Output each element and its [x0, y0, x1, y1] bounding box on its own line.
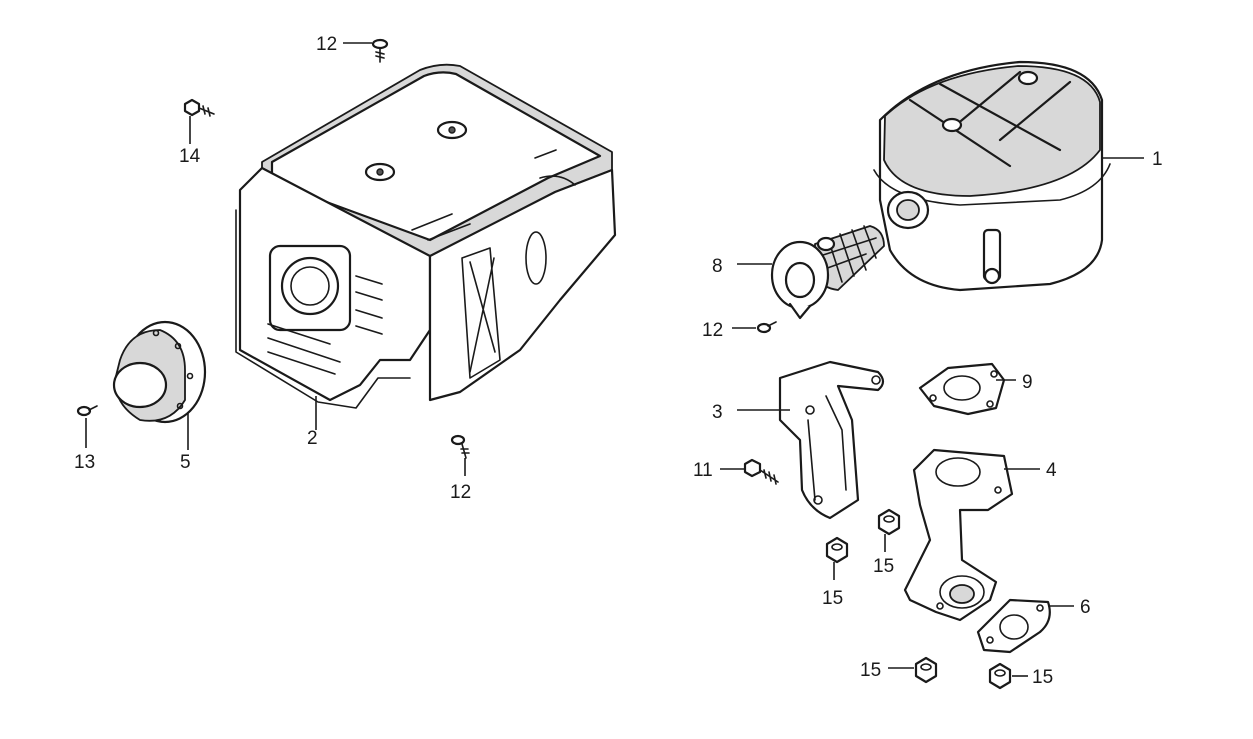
callout-5: 5: [180, 452, 191, 473]
screw-12-middle: 12: [702, 320, 777, 341]
gasket-6: 6: [976, 597, 1091, 654]
callout-14: 14: [179, 146, 201, 167]
callout-6: 6: [1080, 597, 1091, 618]
bolt-14: 14: [179, 98, 215, 167]
screw-12-bottom: 12: [450, 434, 471, 503]
nut-15-d: 15: [988, 662, 1053, 690]
callout-2: 2: [307, 428, 318, 449]
callout-3: 3: [712, 402, 723, 423]
nut-15-c: 15: [860, 656, 938, 684]
callout-4: 4: [1046, 460, 1057, 481]
gasket-9: 9: [918, 362, 1033, 416]
callout-12-bottom: 12: [450, 482, 471, 503]
callout-9: 9: [1022, 372, 1033, 393]
callout-11: 11: [693, 460, 713, 481]
bracket-3: 3: [712, 360, 885, 520]
nut-15-a: 15: [873, 508, 901, 577]
callout-13: 13: [74, 452, 95, 473]
callout-15-c: 15: [860, 660, 881, 681]
callout-15-a: 15: [873, 556, 894, 577]
muffler-protector: 2: [235, 63, 617, 449]
arrester-screen-8: 8: [712, 225, 885, 320]
arrester-cap-5: 5: [112, 320, 207, 473]
callout-15-b: 15: [822, 588, 843, 609]
callout-12-top: 12: [316, 34, 337, 55]
nut-15-b: 15: [822, 536, 849, 609]
exhaust-pipe-4: 4: [903, 448, 1057, 622]
callout-12-middle: 12: [702, 320, 723, 341]
callout-8: 8: [712, 256, 723, 277]
callout-1: 1: [1152, 149, 1163, 170]
screw-13: 13: [74, 405, 98, 473]
callout-15-d: 15: [1032, 667, 1053, 688]
muffler-1: 1: [873, 60, 1163, 292]
bolt-11: 11: [693, 458, 779, 485]
screw-12-top: 12: [316, 34, 389, 63]
